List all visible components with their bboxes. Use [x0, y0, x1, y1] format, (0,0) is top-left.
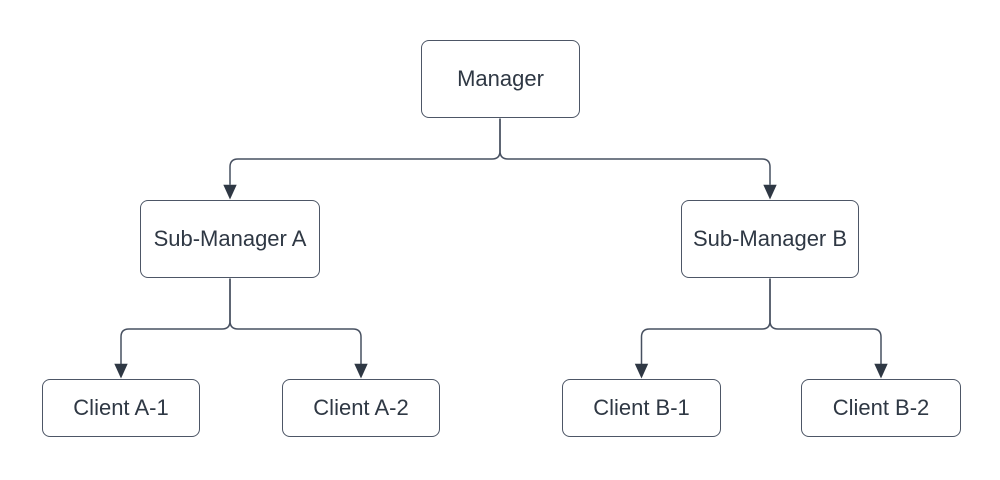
connector-sub-manager-a-to-client-a-2 [229, 278, 368, 379]
node-client-b-2-label: Client B-2 [832, 395, 930, 420]
arrowhead-client-b-1 [634, 363, 649, 379]
node-client-a-1[interactable]: Client A-1 [42, 379, 200, 437]
connector-sub-manager-b-to-client-b-2 [769, 278, 888, 379]
node-client-a-2-label: Client A-2 [313, 395, 409, 420]
node-client-a-2[interactable]: Client A-2 [282, 379, 440, 437]
connector-manager-to-sub-manager-b [499, 118, 777, 200]
node-sub-manager-b-label: Sub-Manager B [692, 226, 848, 251]
node-manager[interactable]: Manager [421, 40, 580, 118]
connector-manager-to-sub-manager-a [223, 118, 501, 200]
node-client-a-1-label: Client A-1 [73, 395, 169, 420]
node-client-b-1-label: Client B-1 [593, 395, 690, 420]
node-sub-manager-b[interactable]: Sub-Manager B [681, 200, 859, 278]
arrowhead-sub-manager-b [763, 184, 777, 200]
node-manager-label: Manager [457, 66, 544, 91]
arrowhead-client-b-2 [874, 363, 888, 379]
node-sub-manager-a[interactable]: Sub-Manager A [140, 200, 320, 278]
node-client-b-2[interactable]: Client B-2 [801, 379, 961, 437]
node-client-b-1[interactable]: Client B-1 [562, 379, 721, 437]
connector-sub-manager-a-to-client-a-1 [114, 278, 231, 379]
arrowhead-sub-manager-a [223, 184, 237, 200]
arrowhead-client-a-2 [354, 363, 368, 379]
connector-sub-manager-b-to-client-b-1 [634, 278, 771, 379]
arrowhead-client-a-1 [114, 363, 128, 379]
node-sub-manager-a-label: Sub-Manager A [153, 226, 307, 251]
